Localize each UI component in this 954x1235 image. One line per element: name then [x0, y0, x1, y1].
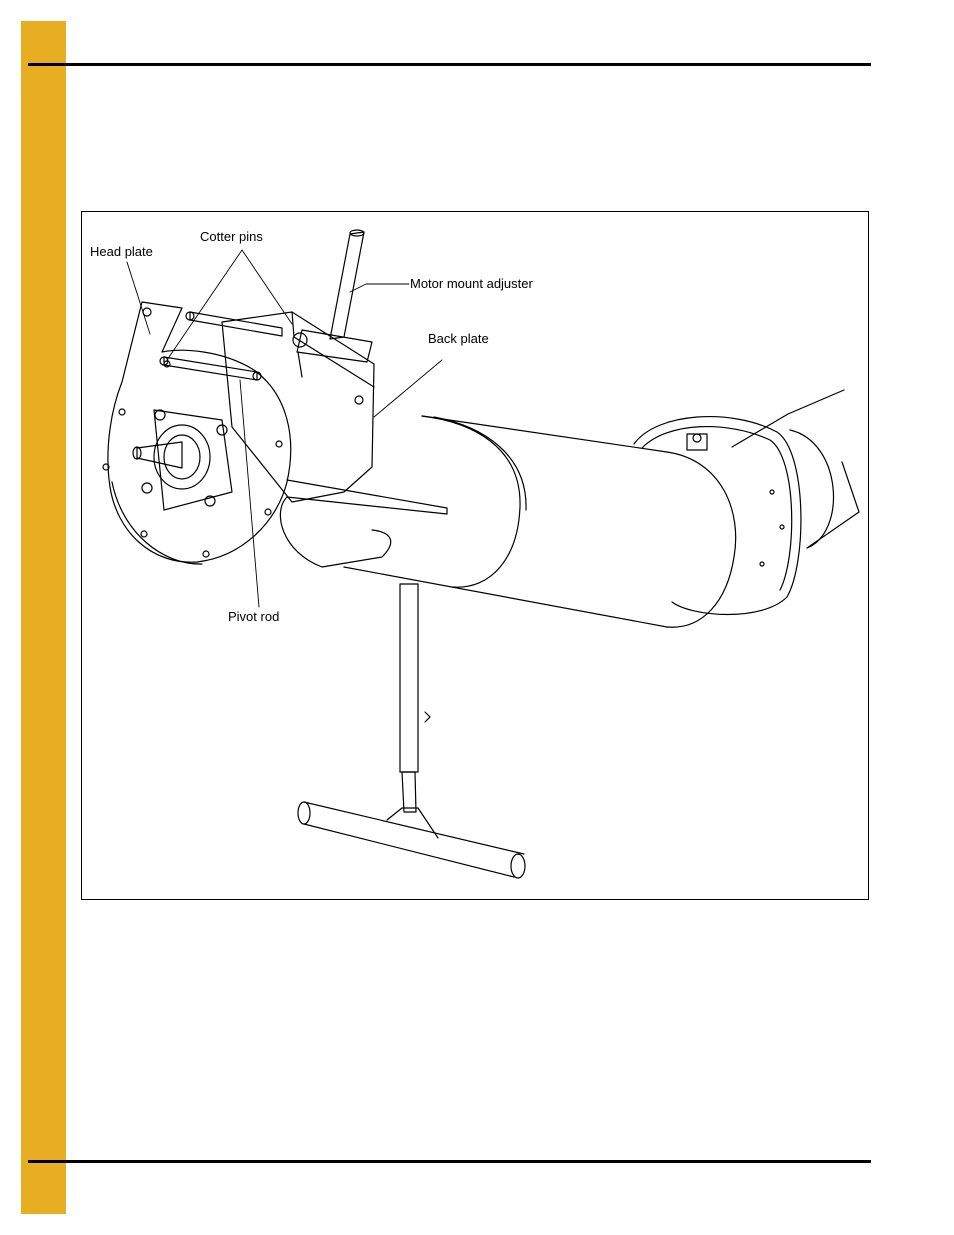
stand-drawing: [297, 583, 526, 879]
back-plate-drawing: [221, 311, 448, 568]
main-tube-drawing: [343, 415, 737, 628]
header-rule: [28, 63, 871, 66]
head-plate-drawing: [102, 301, 292, 565]
footer-rule: [28, 1160, 871, 1163]
drive-flange-drawing: [633, 389, 860, 616]
assembly-drawing: [102, 229, 860, 879]
section-side-tab: [21, 21, 66, 1214]
callout-motor-mount-adjuster: Motor mount adjuster: [410, 276, 533, 291]
pivot-rod-drawing: [159, 311, 283, 381]
assembly-figure: Head plate Cotter pins Motor mount adjus…: [81, 211, 869, 900]
callout-cotter-pins: Cotter pins: [200, 229, 263, 244]
callout-head-plate: Head plate: [90, 244, 153, 259]
callout-pivot-rod: Pivot rod: [228, 609, 280, 624]
motor-mount-adjuster-drawing: [292, 229, 373, 378]
bearing-drawing: [132, 409, 233, 511]
callout-back-plate: Back plate: [428, 331, 489, 346]
leader-lines: [126, 249, 443, 608]
